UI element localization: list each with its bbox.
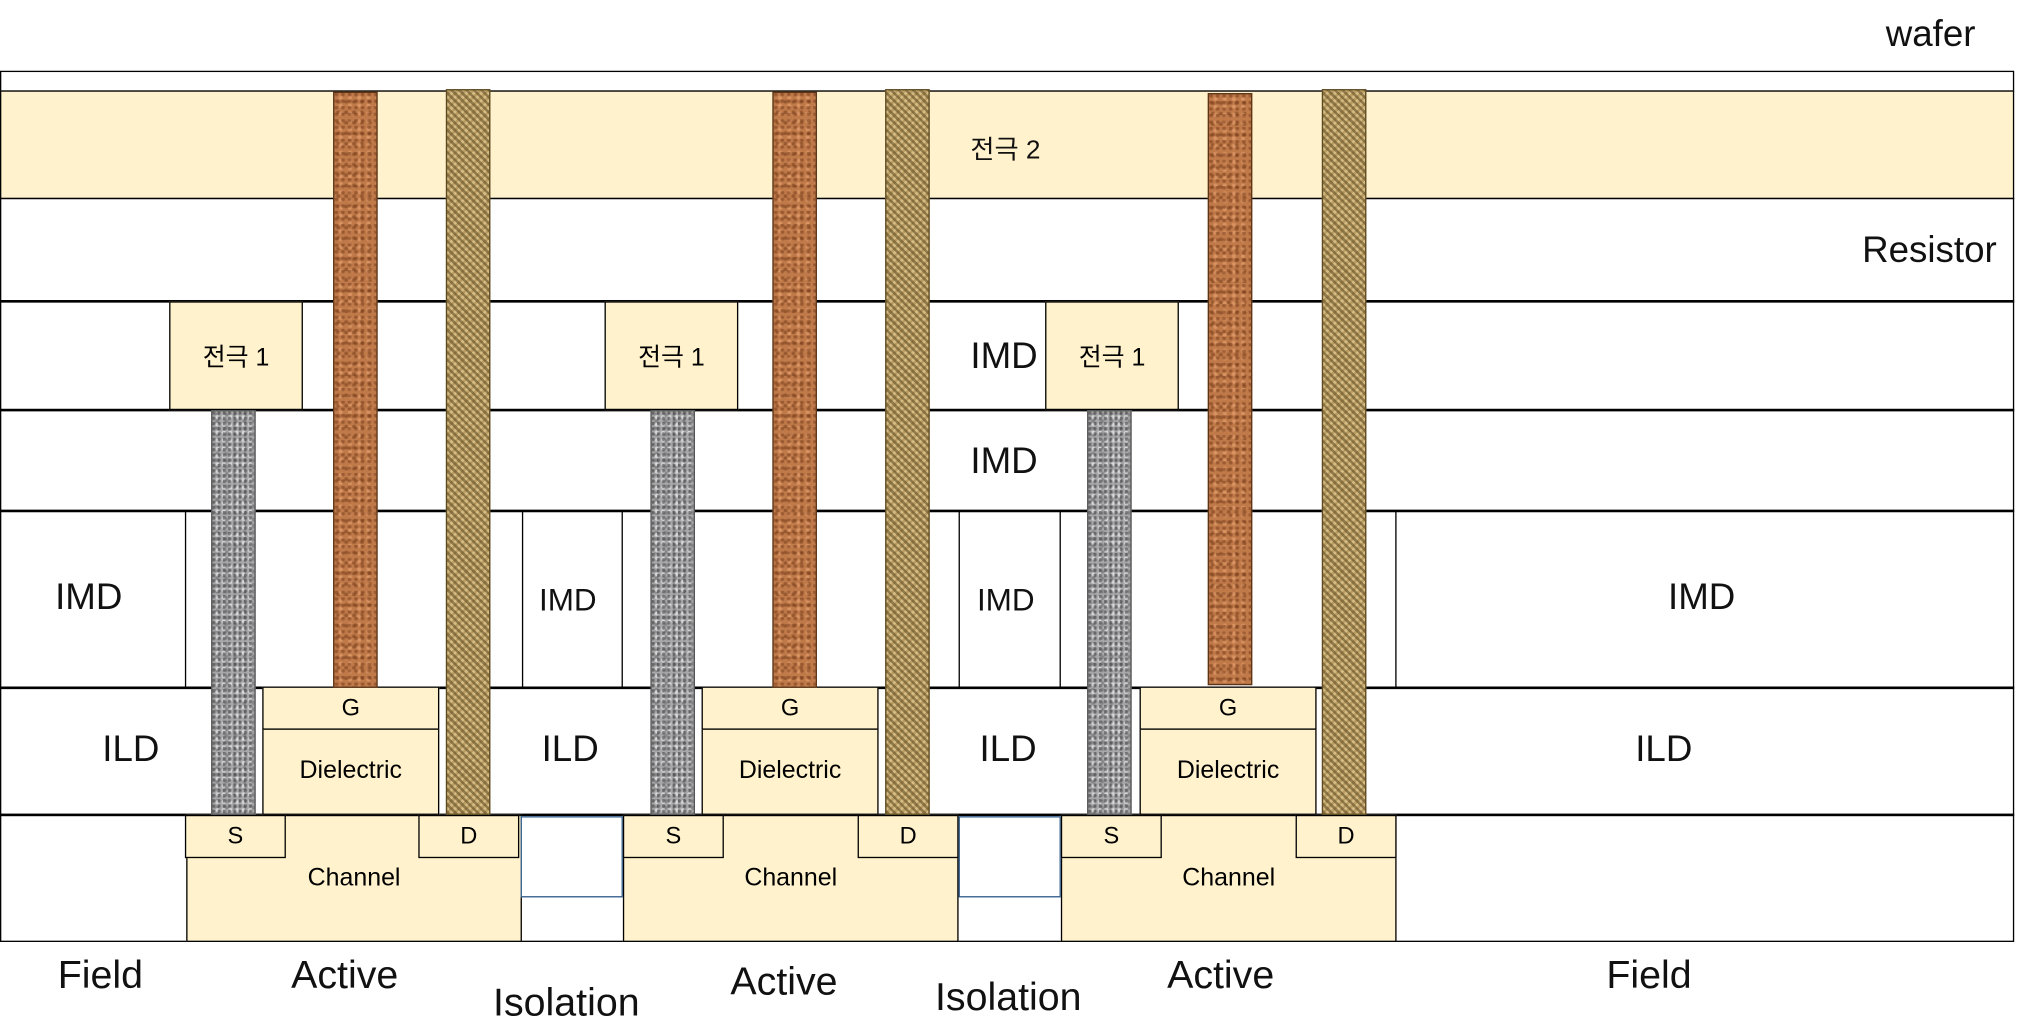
dielectric-3: Dielectric (1139, 728, 1317, 815)
imd-label: IMD (970, 335, 1038, 377)
drain-1: D (418, 814, 520, 859)
channel-label: Channel (307, 864, 401, 892)
layer-boundary-imd-middle (0, 509, 2015, 513)
drain-2: D (857, 814, 959, 859)
imd-label: IMD (976, 583, 1035, 619)
region-field-right: Field (1606, 953, 1692, 998)
gate-1: G (262, 686, 440, 730)
layer-boundary-resistor (0, 300, 2015, 303)
region-active-1: Active (291, 953, 399, 998)
imd-label: IMD (970, 440, 1038, 481)
source-3: S (1060, 814, 1162, 859)
region-active-3: Active (1167, 953, 1275, 998)
gate-via-2 (772, 91, 817, 688)
layer-boundary-imd-lower (0, 686, 2015, 690)
ild-label: ILD (541, 728, 599, 770)
layer-boundary-imd-upper (0, 408, 2015, 412)
drain-via-1 (445, 89, 491, 815)
source-via-1 (211, 410, 256, 815)
gate-3: G (1139, 686, 1317, 730)
channel-label: Channel (744, 864, 838, 892)
electrode-1-pad-1: 전극 1 (169, 301, 303, 411)
drain-via-3 (1321, 89, 1367, 815)
imd-block-left (0, 510, 187, 688)
electrode-1-pad-2: 전극 1 (604, 301, 739, 411)
source-via-3 (1087, 410, 1132, 815)
resistor-label: Resistor (1862, 229, 1997, 270)
imd-block-isolation-2 (958, 510, 1061, 688)
ild-label: ILD (979, 728, 1037, 770)
electrode-1-pad-3: 전극 1 (1045, 301, 1179, 411)
source-1: S (184, 814, 286, 859)
dielectric-1: Dielectric (262, 728, 440, 815)
gate-via-3 (1207, 93, 1253, 686)
channel-label: Channel (1182, 864, 1276, 892)
source-via-2 (650, 410, 696, 815)
imd-block-right (1395, 510, 2014, 688)
gate-2: G (701, 686, 879, 730)
dielectric-2: Dielectric (701, 728, 879, 815)
imd-block-isolation-1 (521, 510, 623, 688)
gate-via-1 (333, 91, 378, 688)
source-2: S (622, 814, 724, 859)
isolation-box-2 (958, 816, 1061, 898)
imd-label: IMD (538, 583, 597, 619)
isolation-box-1 (520, 816, 623, 898)
imd-label: IMD (55, 576, 123, 618)
layer-boundary-ild (0, 813, 2015, 817)
imd-label: IMD (1668, 576, 1736, 618)
drain-3: D (1295, 814, 1397, 859)
electrode-2-label: 전극 2 (970, 136, 1041, 166)
wafer-label: wafer (1885, 13, 1976, 54)
ild-label: ILD (1635, 728, 1693, 770)
wafer-layer (0, 70, 2015, 92)
ild-label: ILD (102, 728, 160, 770)
region-isolation-1: Isolation (493, 981, 640, 1025)
drain-via-2 (885, 89, 930, 815)
device-stack (0, 197, 2015, 942)
region-field-left: Field (57, 953, 143, 998)
region-isolation-2: Isolation (934, 976, 1082, 1020)
region-active-2: Active (730, 960, 838, 1004)
